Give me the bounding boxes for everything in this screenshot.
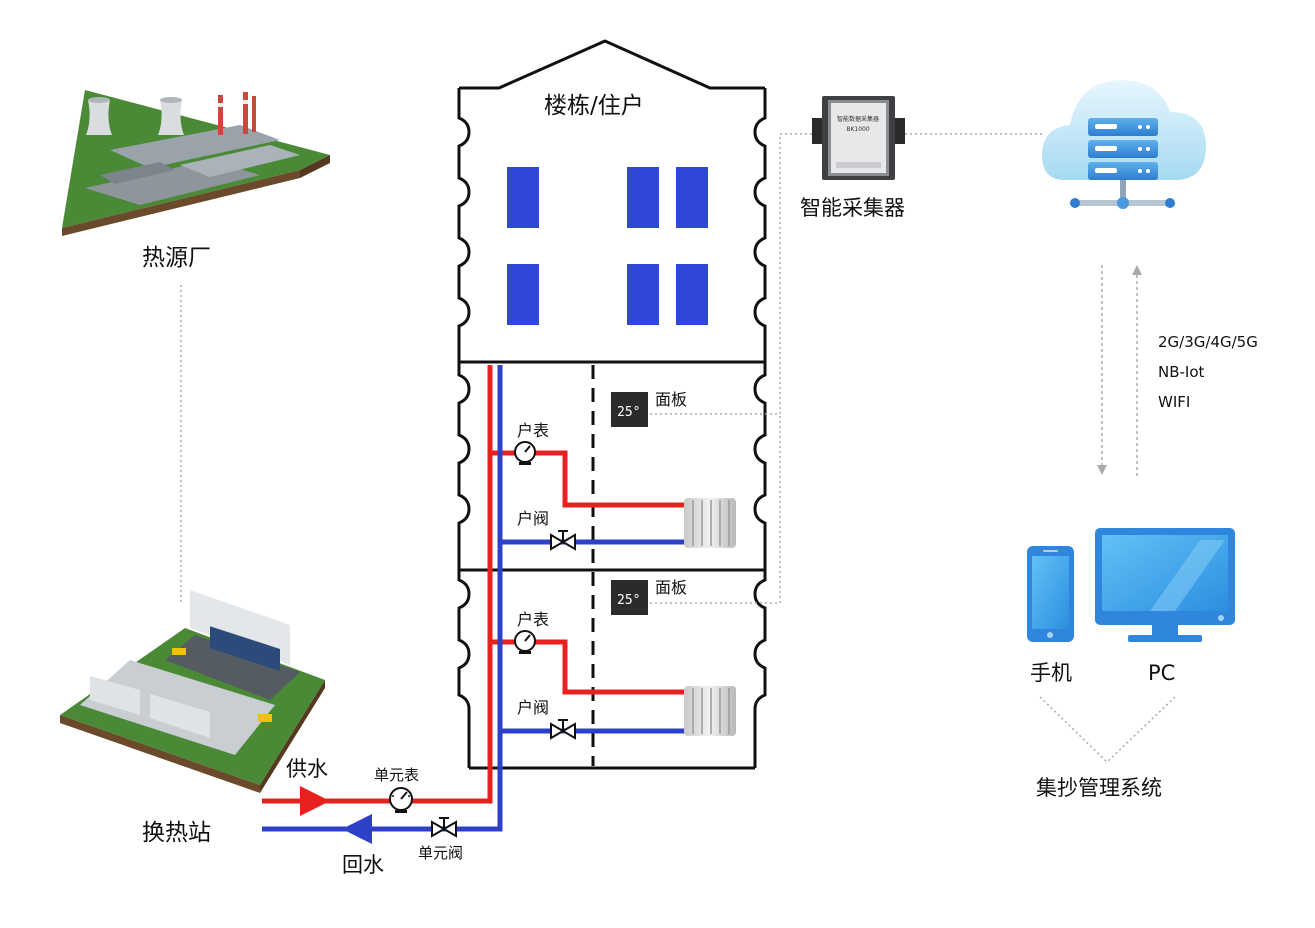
- window: [507, 264, 539, 325]
- window: [627, 167, 659, 228]
- radiator-icon: [684, 498, 736, 548]
- household-valve-label: 户阀: [517, 509, 549, 528]
- cloud-server-icon: [1042, 80, 1206, 209]
- household-meter-label: 户表: [517, 421, 549, 440]
- exchange-station-image: [60, 590, 325, 793]
- building-outline: [457, 39, 767, 770]
- supply-water-label: 供水: [286, 757, 328, 781]
- panel-label: 面板: [655, 578, 687, 597]
- unit-valve-icon: [431, 817, 457, 838]
- pc-monitor-icon: [1095, 528, 1235, 642]
- network-link-arrows: [1097, 265, 1142, 476]
- exchange-station-label: 换热站: [142, 820, 211, 846]
- window: [676, 264, 708, 325]
- svg-text:25°: 25°: [617, 593, 640, 608]
- phone-label: 手机: [1030, 661, 1072, 685]
- return-pipes: [262, 365, 688, 832]
- network-label: 2G/3G/4G/5G: [1158, 333, 1258, 351]
- building-label: 楼栋/住户: [544, 93, 644, 119]
- network-label: WIFI: [1158, 393, 1190, 411]
- system-link-lines: [1039, 696, 1176, 763]
- household-valve-icon: [550, 530, 576, 551]
- pc-label: PC: [1148, 661, 1175, 685]
- unit-valve-label: 单元阀: [418, 844, 463, 862]
- network-label: NB-Iot: [1158, 363, 1205, 381]
- thermostat-panel-icon: 25°: [611, 392, 648, 427]
- window: [627, 264, 659, 325]
- svg-text:智能数据采集器: 智能数据采集器: [837, 115, 879, 123]
- phone-icon: [1027, 546, 1074, 642]
- return-arrow-icon: [342, 814, 372, 844]
- collector-label: 智能采集器: [800, 196, 905, 220]
- svg-text:BK1000: BK1000: [846, 126, 870, 133]
- heat-source-plant-image: [62, 90, 330, 236]
- smart-collector-device: 智能数据采集器 BK1000: [812, 96, 905, 180]
- panel-link-lines: [650, 133, 1045, 604]
- unit-meter-label: 单元表: [374, 766, 419, 784]
- heat-source-label: 热源厂: [142, 245, 211, 271]
- radiator-icon: [684, 686, 736, 736]
- svg-text:25°: 25°: [617, 405, 640, 420]
- building-windows: [507, 167, 708, 325]
- household-valve-icon: [550, 719, 576, 740]
- unit-meter-icon: [389, 787, 413, 813]
- household-meter-icon: [514, 441, 536, 465]
- system-label: 集抄管理系统: [1036, 776, 1162, 800]
- panel-label: 面板: [655, 390, 687, 409]
- household-valve-label: 户阀: [517, 698, 549, 717]
- return-water-label: 回水: [342, 853, 384, 877]
- household-meter-icon: [514, 630, 536, 654]
- thermostat-panel-icon: 25°: [611, 580, 648, 615]
- supply-arrow-icon: [300, 786, 330, 816]
- household-meter-label: 户表: [517, 610, 549, 629]
- window: [676, 167, 708, 228]
- window: [507, 167, 539, 228]
